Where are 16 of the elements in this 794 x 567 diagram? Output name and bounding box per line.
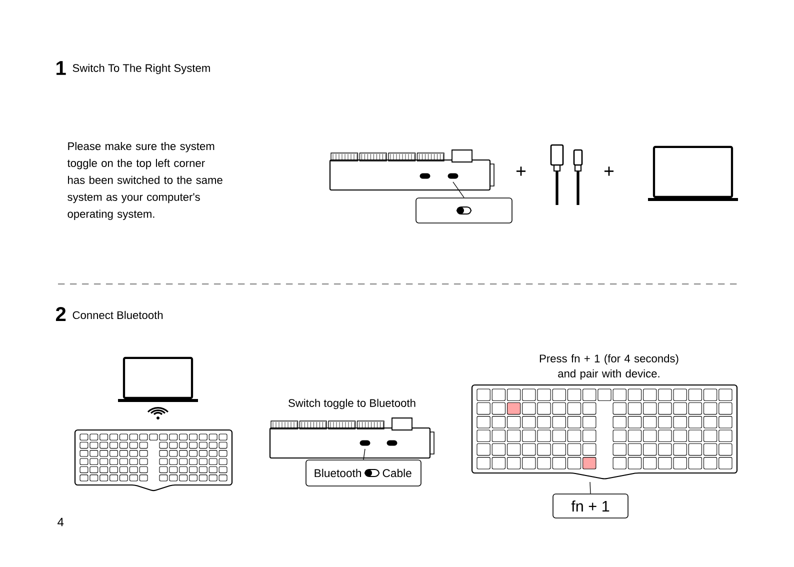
- callout-box: Bluetooth Cable: [306, 460, 422, 486]
- leader-line: [452, 182, 464, 198]
- leader-line: [363, 448, 366, 460]
- callout-box: [416, 198, 512, 224]
- instruction-text: Please make sure the system toggle on the top left corner has been switched to the same system as your computer's operating system.: [67, 142, 222, 220]
- heading-number: 1: [56, 61, 66, 75]
- plus-sign: +: [516, 166, 526, 176]
- leader-line: [590, 482, 591, 494]
- instruction-text: Press fn + 1 (for 4 seconds) and pair with device.: [540, 354, 678, 380]
- instruction-text: Switch toggle to Bluetooth: [288, 398, 416, 410]
- heading-number: 2: [56, 307, 66, 321]
- page-number: 4: [58, 518, 64, 526]
- plus-sign: +: [604, 166, 614, 176]
- section-heading: Connect Bluetooth: [72, 310, 163, 320]
- callout-box: fn + 1: [552, 494, 628, 518]
- section-heading: Switch To The Right System: [72, 64, 210, 74]
